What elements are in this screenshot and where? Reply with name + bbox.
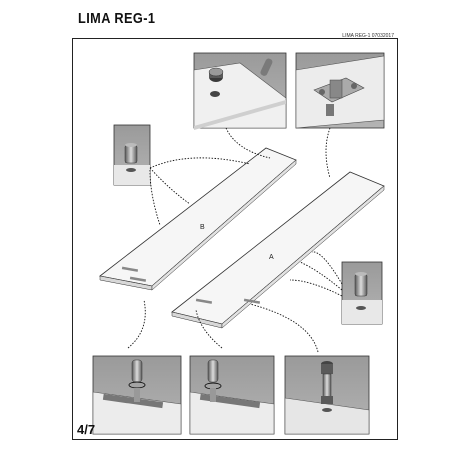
bolt-icon	[321, 361, 333, 412]
document-code: LIMA REG-1 07032017	[342, 33, 394, 39]
board-a: A	[171, 171, 385, 329]
page-frame	[72, 38, 398, 440]
detail-screw-middle	[189, 355, 275, 435]
wood-dowel-icon	[260, 58, 273, 76]
detail-screw-left	[92, 355, 182, 435]
dowel-insert-icon	[128, 359, 146, 402]
board-b-label: B	[200, 224, 205, 231]
detail-cam-dowel	[193, 52, 287, 130]
board-b: B	[99, 147, 297, 291]
detail-bolt-right	[284, 355, 370, 435]
document-title: LIMA REG-1	[78, 10, 156, 27]
page-number: 4/7	[77, 422, 96, 437]
detail-connector-fitting	[295, 52, 385, 129]
connector-icon	[313, 77, 365, 116]
detail-dowel-left	[113, 124, 151, 186]
dowel-insert-icon	[204, 359, 222, 402]
board-a-label: A	[269, 254, 274, 261]
guide-lines	[127, 127, 343, 353]
cam-lock-icon	[208, 67, 224, 82]
detail-dowel-right	[341, 261, 383, 325]
